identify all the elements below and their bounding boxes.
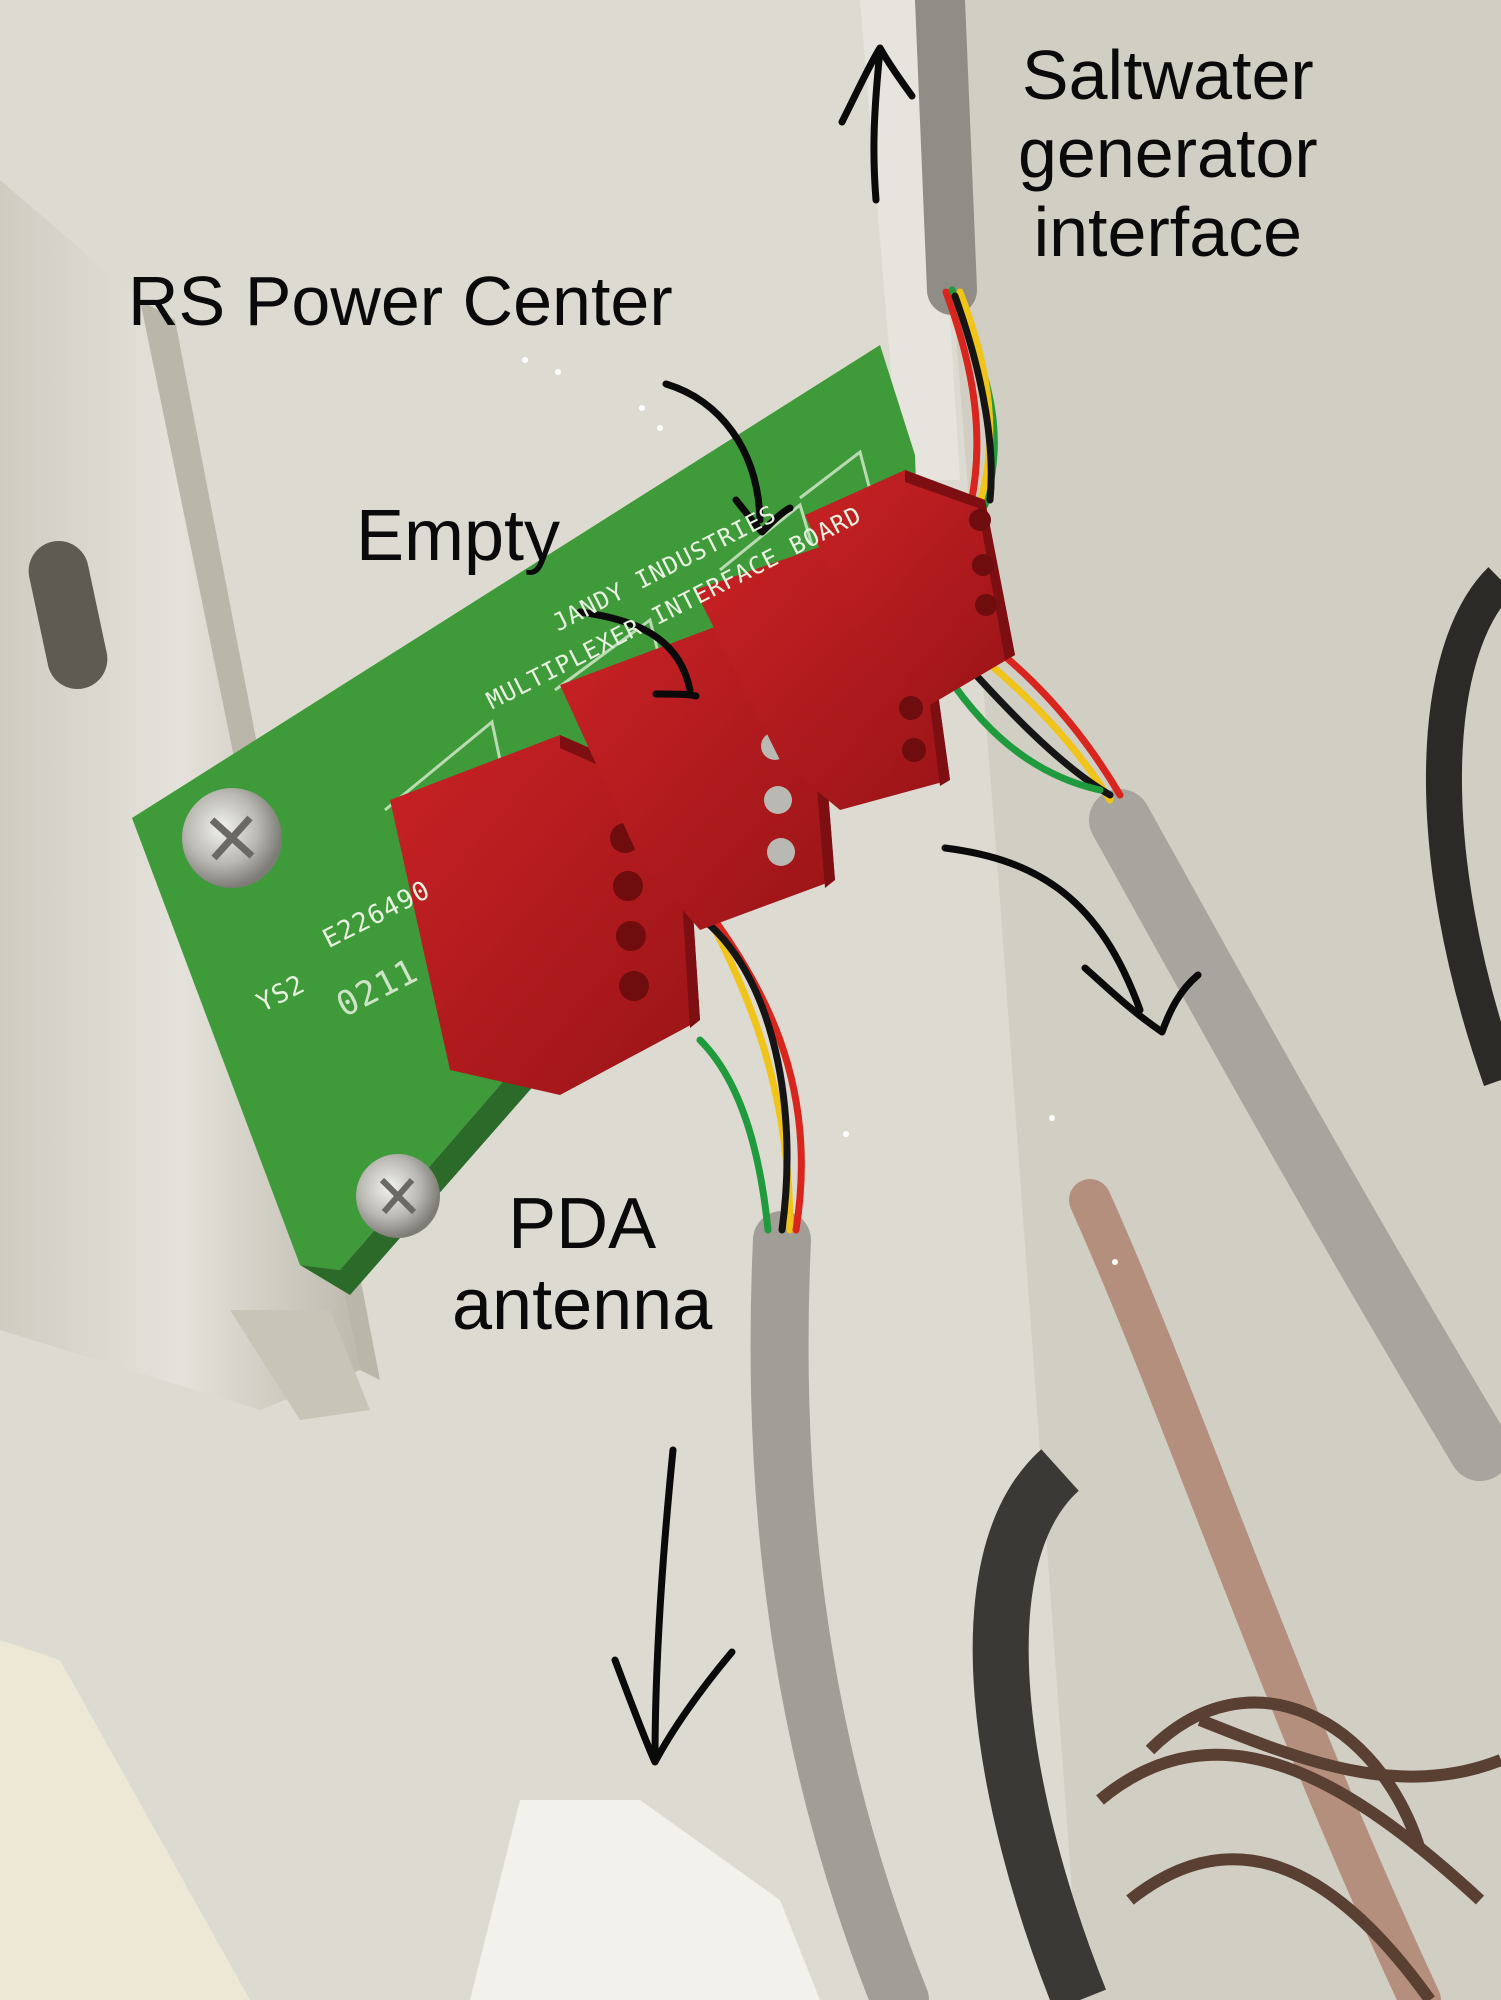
cable-dark-1 <box>972 1449 1106 2000</box>
wires-saltwater <box>942 286 998 514</box>
rail-slot <box>28 540 108 690</box>
cable-pda <box>750 1211 929 2000</box>
cable-rs <box>1089 789 1501 1481</box>
arrow-rs-cable <box>941 844 1202 1036</box>
label-saltwater-line2: generator <box>1018 114 1318 193</box>
arrow-empty <box>576 608 700 700</box>
label-empty: Empty <box>356 496 561 576</box>
arrow-pda <box>611 1446 736 1766</box>
cable-saltwater <box>915 0 977 315</box>
arrow-rs <box>662 380 794 536</box>
label-rs-power-center: RS Power Center <box>128 262 673 340</box>
connector-4 <box>805 470 1015 705</box>
connector-1 <box>390 735 700 1095</box>
white-block <box>470 1800 820 2000</box>
label-saltwater-generator-interface: Saltwater generator interface <box>1018 36 1318 271</box>
label-saltwater-line1: Saltwater <box>1021 36 1314 114</box>
sparkles <box>522 357 1118 1265</box>
wire-bundle <box>1096 1696 1501 2000</box>
arrow-up <box>838 44 916 204</box>
label-saltwater-line3: interface <box>1033 192 1303 271</box>
pcb-outlines <box>384 449 872 812</box>
cable-dark-2 <box>1426 567 1501 1086</box>
rail-foot <box>230 1310 370 1420</box>
annotation-arrows <box>576 44 1202 1766</box>
label-pda-line1: PDA <box>508 1184 657 1264</box>
lower-left-box <box>0 1640 250 2000</box>
cable-brown <box>1069 1179 1441 2000</box>
label-pda-line2: antenna <box>452 1264 713 1345</box>
label-pda-antenna: PDA antenna <box>452 1184 712 1345</box>
